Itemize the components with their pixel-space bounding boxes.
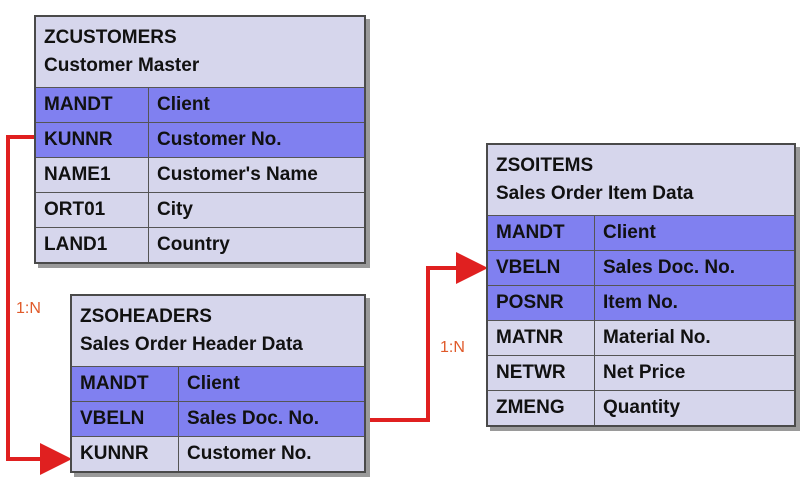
field-row[interactable]: NAME1 Customer's Name bbox=[36, 157, 364, 193]
entity-name: ZSOITEMS bbox=[496, 155, 594, 176]
field-label: Item No. bbox=[594, 285, 794, 321]
field-label: City bbox=[148, 192, 364, 228]
field-name: MANDT bbox=[36, 87, 149, 123]
field-label: Client bbox=[594, 215, 794, 251]
field-table: MANDT Client KUNNR Customer No. NAME1 Cu… bbox=[36, 87, 364, 262]
field-name: NETWR bbox=[488, 355, 595, 391]
field-name: ORT01 bbox=[36, 192, 149, 228]
entity-zcustomers[interactable]: ZCUSTOMERS Customer Master MANDT Client … bbox=[34, 15, 366, 264]
field-label: Sales Doc. No. bbox=[178, 401, 364, 437]
relation-customers-soheaders bbox=[6, 135, 72, 475]
entity-name: ZSOHEADERS bbox=[80, 306, 212, 327]
field-row[interactable]: NETWR Net Price bbox=[488, 355, 794, 391]
entity-description: Sales Order Item Data bbox=[496, 183, 694, 204]
field-label: Country bbox=[148, 227, 364, 262]
field-name: KUNNR bbox=[72, 436, 179, 471]
field-label: Material No. bbox=[594, 320, 794, 356]
entity-zsoheaders[interactable]: ZSOHEADERS Sales Order Header Data MANDT… bbox=[70, 294, 366, 473]
field-table: MANDT Client VBELN Sales Doc. No. KUNNR … bbox=[72, 366, 364, 471]
field-label: Client bbox=[178, 366, 364, 402]
field-name: LAND1 bbox=[36, 227, 149, 262]
field-row[interactable]: MATNR Material No. bbox=[488, 320, 794, 356]
field-label: Customer No. bbox=[148, 122, 364, 158]
entity-name: ZCUSTOMERS bbox=[44, 27, 177, 48]
field-label: Sales Doc. No. bbox=[594, 250, 794, 286]
field-name: ZMENG bbox=[488, 390, 595, 425]
field-table: MANDT Client VBELN Sales Doc. No. POSNR … bbox=[488, 215, 794, 425]
field-row[interactable]: KUNNR Customer No. bbox=[36, 122, 364, 158]
field-name: VBELN bbox=[488, 250, 595, 286]
field-row[interactable]: POSNR Item No. bbox=[488, 285, 794, 321]
field-row[interactable]: MANDT Client bbox=[36, 87, 364, 123]
field-row[interactable]: VBELN Sales Doc. No. bbox=[72, 401, 364, 437]
field-row[interactable]: VBELN Sales Doc. No. bbox=[488, 250, 794, 286]
field-name: MANDT bbox=[488, 215, 595, 251]
field-row[interactable]: ZMENG Quantity bbox=[488, 390, 794, 425]
field-row[interactable]: MANDT Client bbox=[72, 366, 364, 402]
field-label: Customer No. bbox=[178, 436, 364, 471]
relation-soheaders-soitems bbox=[366, 252, 488, 422]
field-row[interactable]: MANDT Client bbox=[488, 215, 794, 251]
field-name: VBELN bbox=[72, 401, 179, 437]
cardinality-label-1: 1:N bbox=[16, 300, 41, 317]
field-name: MATNR bbox=[488, 320, 595, 356]
field-name: MANDT bbox=[72, 366, 179, 402]
field-name: POSNR bbox=[488, 285, 595, 321]
field-name: NAME1 bbox=[36, 157, 149, 193]
entity-zsoitems[interactable]: ZSOITEMS Sales Order Item Data MANDT Cli… bbox=[486, 143, 796, 427]
field-label: Net Price bbox=[594, 355, 794, 391]
entity-description: Sales Order Header Data bbox=[80, 334, 303, 355]
field-row[interactable]: ORT01 City bbox=[36, 192, 364, 228]
cardinality-label-2: 1:N bbox=[440, 339, 465, 356]
field-row[interactable]: KUNNR Customer No. bbox=[72, 436, 364, 471]
field-label: Client bbox=[148, 87, 364, 123]
field-name: KUNNR bbox=[36, 122, 149, 158]
field-row[interactable]: LAND1 Country bbox=[36, 227, 364, 262]
field-label: Customer's Name bbox=[148, 157, 364, 193]
entity-description: Customer Master bbox=[44, 55, 200, 76]
field-label: Quantity bbox=[594, 390, 794, 425]
